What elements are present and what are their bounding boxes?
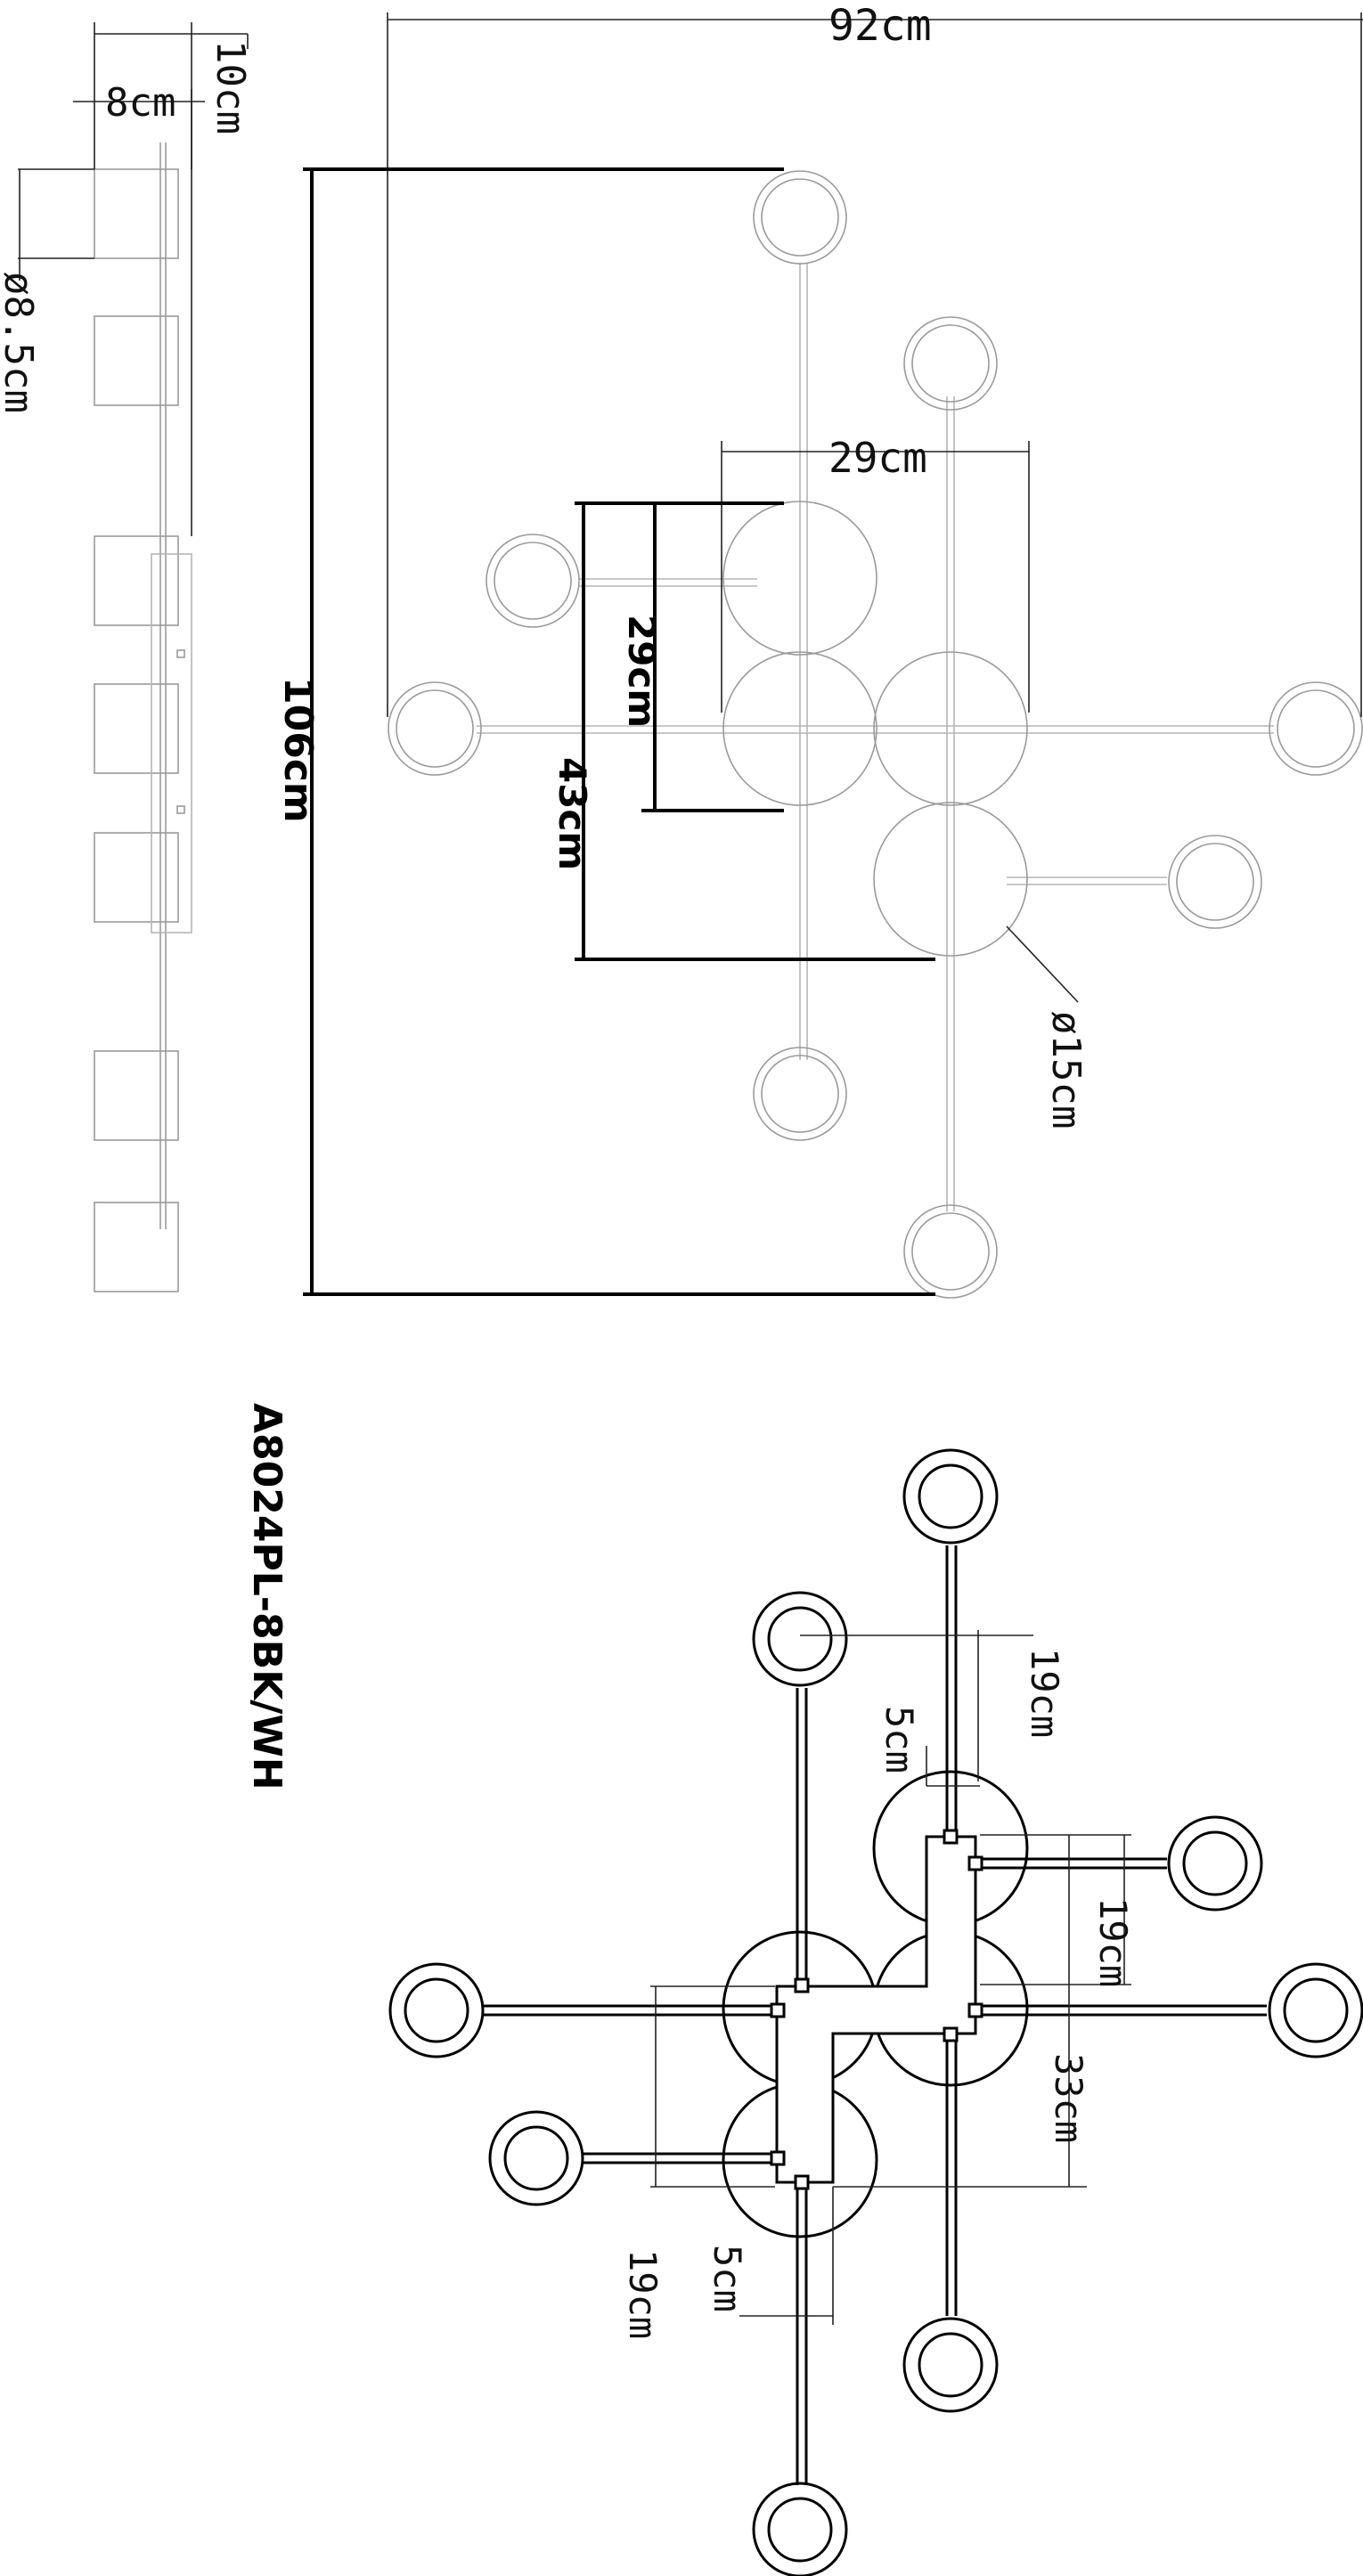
side-view [18,22,249,1292]
plan-shade-1-inner [761,178,839,257]
plan-shade-8-inner [911,1212,990,1291]
detail-screw-6 [943,2026,959,2042]
plan-shade-6-inner [1176,843,1254,921]
top-33-label: 33cm [1047,2053,1090,2143]
detail-shade-1-inner [918,1463,983,1529]
plan-shade-6 [1168,835,1262,929]
canopy-width-label: 29cm [828,434,927,482]
plan-shade-2-inner [911,324,990,403]
overall-width-label: 92cm [828,1,932,51]
side-shade-3 [94,535,179,626]
side-shade-1 [94,168,179,259]
detail-shade-4-inner [404,1977,469,2043]
detail-shade-7 [902,2317,999,2413]
detail-shade-1 [902,1448,999,1545]
detail-shade-6-inner [503,2125,569,2191]
plan-view-top [303,12,1363,1299]
plan-shade-4-inner [396,689,474,768]
side-shade-5 [94,832,179,923]
side-width-label: 8cm [105,80,175,126]
disc-dia-leader [1006,925,1079,1003]
plan-shade-8 [903,1204,998,1299]
plan-shade-5-inner [1277,689,1355,768]
plan-shade-1 [753,170,847,265]
detail-shade-2 [752,1591,848,1687]
plan-disc-1 [722,501,877,656]
detail-shade-2-inner [767,1606,833,1672]
detail-shade-6 [488,2110,584,2206]
plan-disc-3 [873,651,1028,806]
detail-shade-8-inner [767,2497,833,2563]
plan-shade-3 [486,534,580,628]
shade-dia-label: ø8.5cm [0,272,41,413]
detail-screw-5 [967,2002,983,2018]
disc-dia-label: ø15cm [1043,1011,1089,1129]
detail-canopy [775,1835,977,2184]
plan-disc-2 [722,651,877,806]
detail-screw-4 [770,2002,786,2018]
overall-length-label: 106cm [275,677,321,823]
detail-screw-3 [794,1977,810,1993]
plan-shade-3-inner [494,542,572,620]
detail-shade-3-inner [1182,1830,1248,1896]
side-shade-2 [94,315,179,406]
plan-view-bottom [388,1448,1363,2576]
detail-screw-1 [943,1829,959,1845]
side-screw-1 [176,649,185,658]
bottom-19-label: 19cm [621,2249,665,2339]
detail-shade-5-inner [1283,1977,1349,2043]
detail-shade-8 [752,2482,848,2576]
plan-shade-5 [1269,681,1363,776]
bottom-5-label: 5cm [706,2245,749,2312]
top-5a-label: 5cm [877,1706,921,1773]
side-shade-7 [94,1202,179,1292]
detail-shade-7-inner [918,2332,983,2398]
detail-screw-2 [967,1855,983,1871]
plan-shade-2 [903,316,998,411]
side-shade-6 [94,1050,179,1141]
detail-screw-8 [794,2174,810,2190]
side-height-label: 10cm [208,40,253,135]
side-screw-2 [176,805,185,814]
plan-disc-4 [873,802,1028,957]
plan-shade-7-inner [761,1055,839,1133]
detail-shade-5 [1268,1962,1363,2058]
detail-shade-3 [1167,1815,1263,1912]
plan-shade-4 [388,681,482,776]
detail-screw-7 [770,2150,786,2166]
canopy-29-label: 29cm [620,615,664,728]
side-shade-4 [94,683,179,774]
model-label: A8024PL-8BK/WH [244,1403,290,1790]
side-canopy [151,553,192,933]
top-19a-label: 19cm [1023,1648,1066,1738]
canopy-43-label: 43cm [551,757,594,870]
detail-shade-4 [388,1962,485,2058]
plan-shade-7 [753,1047,847,1141]
top-19b-label: 19cm [1091,1897,1135,1987]
